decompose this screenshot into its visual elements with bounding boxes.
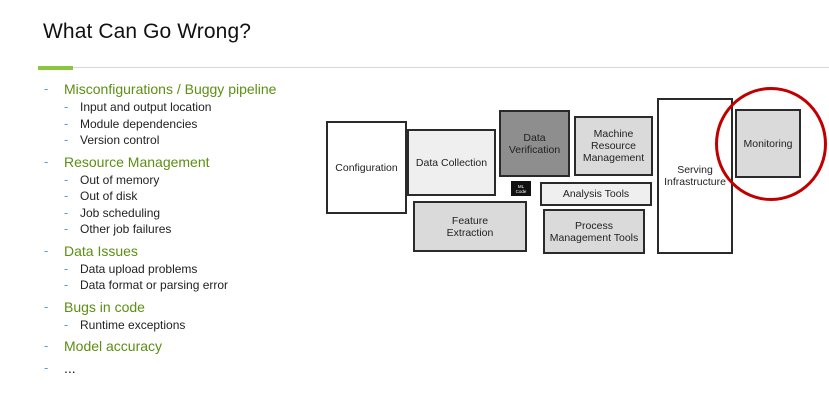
sub-bullet-label: Module dependencies [80,116,198,131]
sub-bullet-label: Other job failures [80,222,172,236]
title-divider [38,67,829,68]
sub-bullet-item: -Input and output location [64,99,212,114]
ml-code-box: ML Code [511,181,531,196]
sub-bullet-item: -Out of disk [64,188,138,203]
bullet-item: - Data Issues -Data upload problems -Dat… [44,242,334,294]
bullet-dash: - [44,81,49,96]
bullet-item: - Bugs in code -Runtime exceptions [44,298,334,334]
bullet-label: ... [64,360,76,376]
sub-bullet-label: Out of memory [80,172,160,187]
sub-bullet-item: -Job scheduling [64,204,161,220]
bullet-list: - Misconfigurations / Buggy pipeline -In… [44,80,334,377]
configuration-box: Configuration [326,121,407,214]
sub-bullet-list: -Input and output location -Module depen… [64,99,334,149]
sub-bullet-item: -Data format or parsing error [64,277,229,292]
bullet-item: - Misconfigurations / Buggy pipeline -In… [44,80,334,149]
bullet-label: Data Issues [64,242,138,259]
bullet-label: Model accuracy [64,338,163,354]
sub-bullet-label: Out of disk [80,189,138,203]
sub-bullet-item: -Other job failures [64,221,172,236]
bullet-item: - Resource Management -Out of memory -Ou… [44,153,334,238]
title-divider-accent [38,66,73,70]
bullet-dash: - [44,338,49,353]
sub-bullet-list: -Runtime exceptions [64,317,334,334]
sub-bullet-item: -Data upload problems [64,260,198,276]
bullet-dash: - [44,298,49,314]
bullet-dash: - [44,153,49,169]
bullet-label: Bugs in code [64,298,145,315]
bullet-item: - Model accuracy [44,337,334,355]
bullet-item: - ... [44,359,334,377]
sub-bullet-list: -Data upload problems -Data format or pa… [64,261,334,294]
sub-bullet-item: -Version control [64,132,160,147]
sub-bullet-item: -Runtime exceptions [64,316,186,332]
sub-bullet-item: -Out of memory [64,171,160,187]
sub-bullet-label: Runtime exceptions [80,317,186,332]
sub-bullet-label: Job scheduling [80,205,161,220]
bullet-label: Resource Management [64,153,210,170]
data-verification-box: Data Verification [499,110,570,177]
monitoring-highlight-circle [715,87,827,201]
process-management-tools-box: Process Management Tools [543,209,645,254]
data-collection-box: Data Collection [407,129,496,196]
bullet-dash: - [44,360,49,375]
sub-bullet-label: Data format or parsing error [80,278,229,292]
machine-resource-management-box: Machine Resource Management [574,116,653,176]
sub-bullet-label: Version control [80,133,160,147]
feature-extraction-box: Feature Extraction [413,201,527,252]
sub-bullet-label: Data upload problems [80,261,198,276]
sub-bullet-list: -Out of memory -Out of disk -Job schedul… [64,172,334,238]
sub-bullet-item: -Module dependencies [64,115,198,131]
analysis-tools-box: Analysis Tools [540,182,652,206]
sub-bullet-label: Input and output location [80,100,212,114]
slide-title: What Can Go Wrong? [43,20,252,43]
bullet-dash: - [44,242,49,258]
bullet-label: Misconfigurations / Buggy pipeline [64,81,277,97]
